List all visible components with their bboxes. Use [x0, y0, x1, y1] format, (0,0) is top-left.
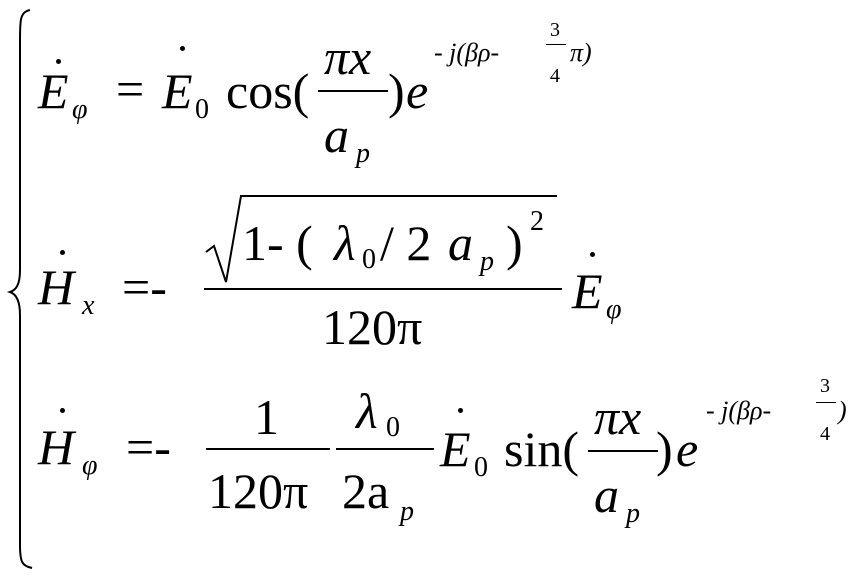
eq1-exp-frac-den: 4	[550, 65, 560, 87]
eq2-equals: =-	[122, 259, 167, 315]
eq3-equals: =-	[126, 419, 171, 475]
time-derivative-dot	[60, 250, 65, 255]
eq3-frac1-bar	[206, 448, 330, 450]
eq1-func: cos(	[226, 63, 310, 119]
eq3-frac2-num-symbol: λ	[356, 383, 378, 439]
eq2-fraction-bar	[204, 288, 562, 290]
eq1-lhs-symbol: E	[38, 63, 69, 119]
eq3-frac1-num: 1	[254, 389, 279, 445]
eq2-rhs-sub: φ	[606, 294, 622, 325]
eq1-rhs-symbol: E	[162, 63, 193, 119]
time-derivative-dot	[590, 252, 595, 257]
eq1-equals: =	[116, 61, 145, 117]
eq3-rhs-sub: 0	[474, 452, 488, 483]
eq3-fraction-bar	[588, 450, 658, 452]
eq3-frac-num: πx	[594, 389, 642, 445]
eq3-exp-base: e	[676, 421, 699, 477]
eq1-exp-base: e	[406, 63, 429, 119]
eq3-func: sin(	[504, 421, 579, 477]
eq1-close: )	[388, 63, 405, 119]
eq2-sqrt-mid: / 2	[380, 215, 432, 271]
eq3-frac2-bar	[336, 448, 434, 450]
eq3-frac1-den: 120π	[208, 463, 309, 519]
eq3-frac-den-sub: p	[626, 498, 640, 529]
eq1-lhs-sub: φ	[72, 94, 88, 125]
eq1-exp-fraction-bar	[546, 44, 566, 45]
eq1-frac-num: πx	[324, 29, 372, 85]
eq2-den: 120π	[322, 299, 423, 355]
eq2-sqrt-lambda: λ	[334, 215, 356, 271]
eq2-sqrt-lambda-sub: 0	[362, 244, 376, 275]
eq3-rhs-symbol: E	[440, 421, 471, 477]
eq1-frac-den-sub: p	[356, 138, 370, 169]
eq3-exp-tail: )	[838, 396, 847, 425]
eq1-exp-tail: π)	[570, 38, 592, 67]
eq3-frac2-den: 2a	[342, 463, 390, 519]
eq3-lhs-symbol: H	[38, 419, 75, 475]
eq2-lhs-sub: x	[82, 290, 95, 321]
eq3-exp-frac-den: 4	[820, 423, 830, 445]
eq2-sqrt-close: )	[506, 215, 523, 271]
time-derivative-dot	[60, 408, 65, 413]
eq3-frac2-den-sub: p	[400, 496, 414, 527]
eq2-sqrt-power: 2	[530, 206, 544, 237]
time-derivative-dot	[56, 59, 61, 64]
eq2-sqrt-inner-1: 1- (	[242, 215, 313, 271]
eq3-frac2-num-sub: 0	[386, 412, 400, 443]
eq1-exp-text: - j(βρ-	[434, 38, 500, 67]
time-derivative-dot	[180, 46, 185, 51]
eq1-fraction-bar	[318, 90, 388, 92]
eq3-exp-text: - j(βρ-	[706, 396, 772, 425]
eq1-rhs-sub: 0	[195, 94, 209, 125]
eq2-sqrt-a: a	[448, 215, 473, 271]
eq1-frac-den: a	[324, 107, 349, 163]
time-derivative-dot	[458, 408, 463, 413]
eq3-lhs-sub: φ	[82, 450, 98, 481]
eq2-sqrt-a-sub: p	[480, 246, 494, 277]
eq2-rhs-symbol: E	[572, 263, 603, 319]
eq3-frac-den: a	[594, 467, 619, 523]
eq3-close: )	[656, 421, 673, 477]
eq2-lhs-symbol: H	[38, 259, 75, 315]
eq3-exp-frac-num: 3	[820, 375, 830, 397]
eq3-exp-fraction-bar	[816, 402, 836, 403]
eq1-exp-frac-num: 3	[550, 19, 560, 41]
sqrt-sign	[205, 195, 557, 283]
